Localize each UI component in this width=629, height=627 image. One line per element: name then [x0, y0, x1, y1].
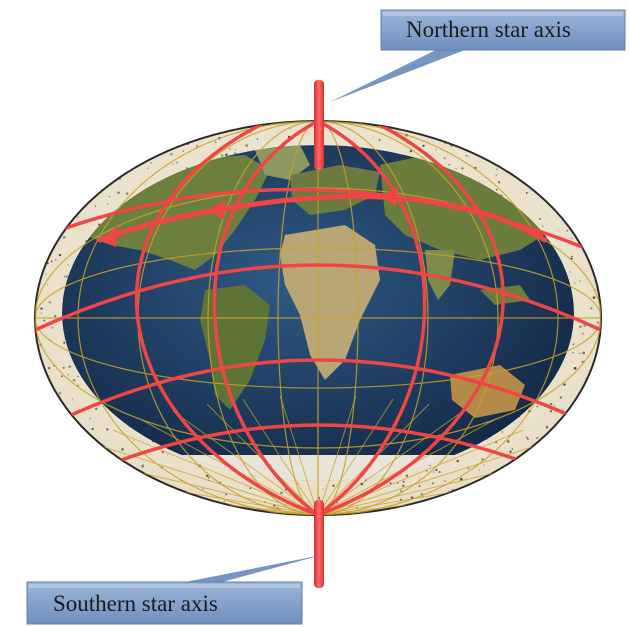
- north-axis-rod: [314, 80, 324, 170]
- south-axis-rod: [314, 500, 324, 588]
- landmass-india: [425, 250, 455, 300]
- south-callout: [26, 555, 322, 625]
- north-callout: [330, 9, 626, 102]
- rotation-arrow-icon: [97, 187, 548, 247]
- northern-star-axis-label: Northern star axis: [406, 17, 571, 42]
- landmass-south-america: [200, 285, 270, 410]
- southern-star-axis-label: Southern star axis: [53, 591, 218, 616]
